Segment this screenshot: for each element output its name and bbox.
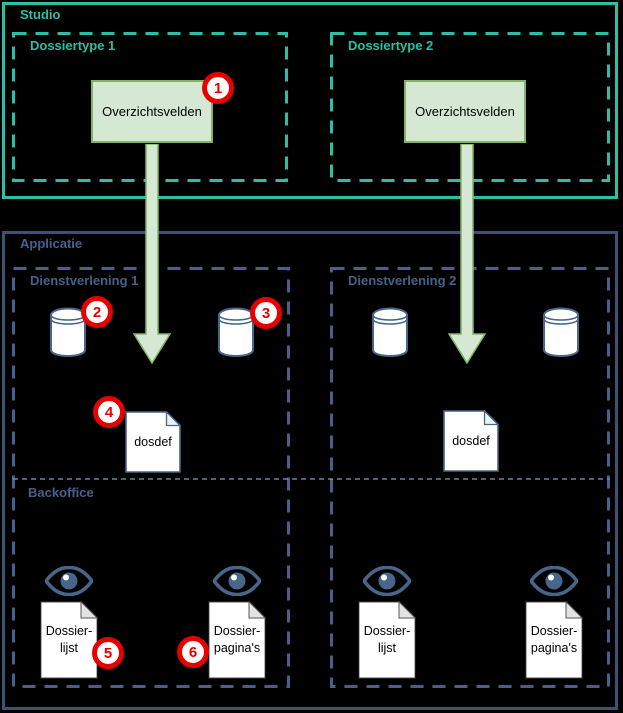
document-icon — [40, 601, 98, 679]
database-icon-2 — [218, 307, 254, 357]
dossiertype-2-label: Dossiertype 2 — [348, 38, 434, 53]
badge-3: 3 — [250, 297, 282, 329]
dosdef-label-1: dosdef — [134, 434, 172, 449]
studio-label: Studio — [20, 7, 61, 22]
badge-2: 2 — [81, 296, 113, 328]
overzichtsvelden-label-1: Overzichtsvelden — [102, 104, 202, 119]
dossier-paginas-document-1: Dossier- pagina's — [208, 601, 266, 679]
dossiertype-1-label: Dossiertype 1 — [30, 38, 116, 53]
eye-icon-3 — [363, 566, 411, 596]
overzichtsvelden-node-2: Overzichtsvelden — [404, 80, 526, 143]
database-icon-3 — [372, 307, 408, 357]
dossier-paginas-line2: pagina's — [213, 641, 261, 655]
dossier-paginas-document-2: Dossier- pagina's — [525, 601, 583, 679]
dossier-paginas-line1: Dossier- — [213, 624, 261, 639]
applicatie-label: Applicatie — [20, 236, 83, 251]
eye-icon-4 — [530, 566, 578, 596]
dossier-lijst-line1: Dossier- — [363, 624, 411, 639]
badge-1: 1 — [202, 72, 234, 104]
dossier-paginas-line1: Dossier- — [530, 624, 578, 639]
dossier-paginas-line2: pagina's — [530, 641, 578, 655]
dossier-lijst-line1: Dossier- — [45, 624, 93, 639]
dossier-lijst-document-2: Dossier- lijst — [358, 601, 416, 679]
backoffice-divider — [13, 478, 609, 480]
overzichtsvelden-label-2: Overzichtsvelden — [415, 104, 515, 119]
down-arrow-icon-1 — [132, 144, 172, 364]
down-arrow-icon-2 — [447, 144, 487, 364]
studio-container — [2, 2, 618, 199]
dosdef-document-1: dosdef — [125, 411, 181, 473]
backoffice-label: Backoffice — [28, 485, 94, 500]
dossier-lijst-document-1: Dossier- lijst — [40, 601, 98, 679]
database-icon-4 — [543, 307, 579, 357]
database-icon-1 — [50, 307, 86, 357]
dienstverlening-1-label: Dienstverlening 1 — [30, 273, 139, 288]
badge-5: 5 — [92, 637, 124, 669]
applicatie-container — [2, 231, 618, 710]
dosdef-document-2: dosdef — [443, 410, 499, 472]
overzichtsvelden-node-1: Overzichtsvelden — [91, 80, 213, 143]
document-icon — [443, 410, 499, 472]
badge-4: 4 — [93, 396, 125, 428]
dosdef-label-2: dosdef — [452, 433, 490, 448]
eye-icon-2 — [213, 566, 261, 596]
dossier-lijst-line2: lijst — [377, 641, 397, 655]
document-icon — [208, 601, 266, 679]
dossier-lijst-line2: lijst — [59, 641, 79, 655]
dienstverlening-2-label: Dienstverlening 2 — [348, 273, 457, 288]
eye-icon-1 — [45, 566, 93, 596]
document-icon — [125, 411, 181, 473]
document-icon — [358, 601, 416, 679]
badge-6: 6 — [177, 636, 209, 668]
document-icon — [525, 601, 583, 679]
